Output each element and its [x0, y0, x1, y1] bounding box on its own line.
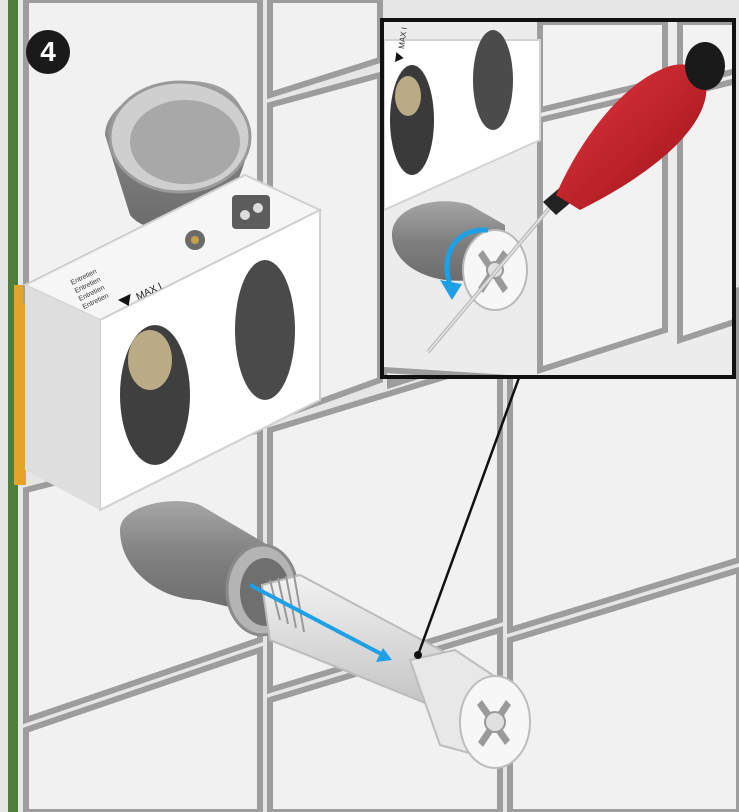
frame-bracket [14, 285, 26, 485]
step-number-badge: 4 [26, 30, 70, 74]
detail-inset: MAX I [382, 20, 739, 380]
